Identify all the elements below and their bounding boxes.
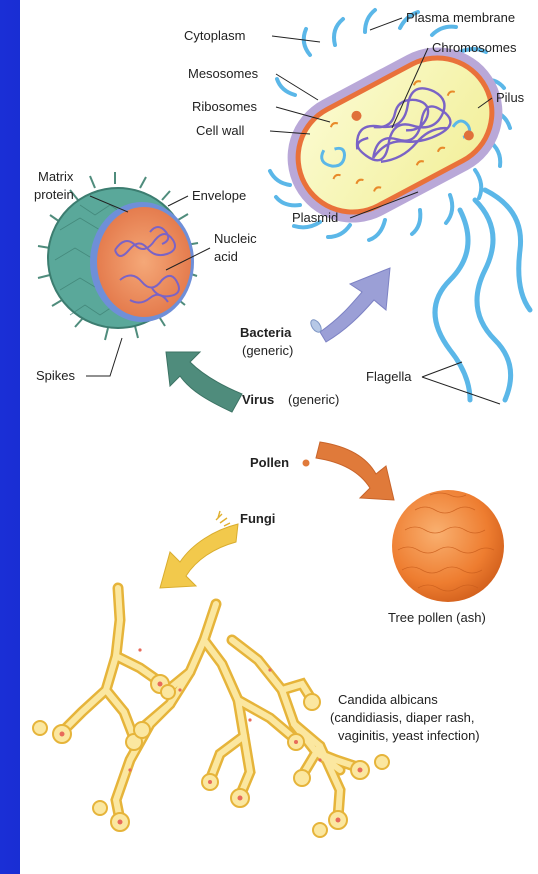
pilus-label: Pilus xyxy=(496,90,525,105)
nucleic-label-line2: acid xyxy=(214,249,238,264)
bacteria-subtitle: (generic) xyxy=(242,343,293,358)
matrix-label-line1: Matrix xyxy=(38,169,74,184)
virus-arrow xyxy=(166,352,242,412)
matrix-label-line2: protein xyxy=(34,187,74,202)
bacterium: Cytoplasm Mesosomes Ribosomes Cell wall … xyxy=(184,10,530,404)
candida-caption-line2: (candidiasis, diaper rash, xyxy=(330,710,475,725)
virus-dot-icon xyxy=(232,398,236,402)
mesosomes-label: Mesosomes xyxy=(188,66,259,81)
pollen-title-group: Pollen xyxy=(250,455,310,470)
virus: Matrix protein Envelope Nucleic acid Spi… xyxy=(34,169,257,383)
pollen-grain: Tree pollen (ash) xyxy=(388,490,504,625)
nucleic-label-line1: Nucleic xyxy=(214,231,257,246)
ribosomes-label: Ribosomes xyxy=(192,99,258,114)
fungi-arrow xyxy=(160,524,238,588)
spikes-label: Spikes xyxy=(36,368,76,383)
cytoplasm-label: Cytoplasm xyxy=(184,28,245,43)
bacteria-title-group: Bacteria (generic) xyxy=(240,318,323,358)
envelope-label: Envelope xyxy=(192,188,246,203)
fungi-icon xyxy=(216,511,230,526)
microorganism-diagram: Cytoplasm Mesosomes Ribosomes Cell wall … xyxy=(20,0,538,874)
candida-caption-line3: vaginitis, yeast infection) xyxy=(338,728,480,743)
plasmid-label: Plasmid xyxy=(292,210,338,225)
virus-title: Virus xyxy=(242,392,274,407)
candida-caption-line1: Candida albicans xyxy=(338,692,438,707)
chromosomes-label: Chromosomes xyxy=(432,40,517,55)
cell-wall-label: Cell wall xyxy=(196,123,245,138)
bacteria-title: Bacteria xyxy=(240,325,292,340)
pollen-dot-icon xyxy=(303,460,310,467)
candida-caption: Candida albicans (candidiasis, diaper ra… xyxy=(330,692,480,743)
pollen-title: Pollen xyxy=(250,455,289,470)
pollen-caption: Tree pollen (ash) xyxy=(388,610,486,625)
plasma-membrane-label: Plasma membrane xyxy=(406,10,515,25)
pollen-arrow xyxy=(316,442,394,500)
bacteria-arrow xyxy=(320,268,390,342)
virus-subtitle: (generic) xyxy=(288,392,339,407)
fungi-title: Fungi xyxy=(240,511,275,526)
diagram-canvas: Cytoplasm Mesosomes Ribosomes Cell wall … xyxy=(20,0,538,874)
flagella-label: Flagella xyxy=(366,369,412,384)
fungi-title-group: Fungi xyxy=(216,511,275,526)
virus-title-group: Virus (generic) xyxy=(232,392,339,407)
